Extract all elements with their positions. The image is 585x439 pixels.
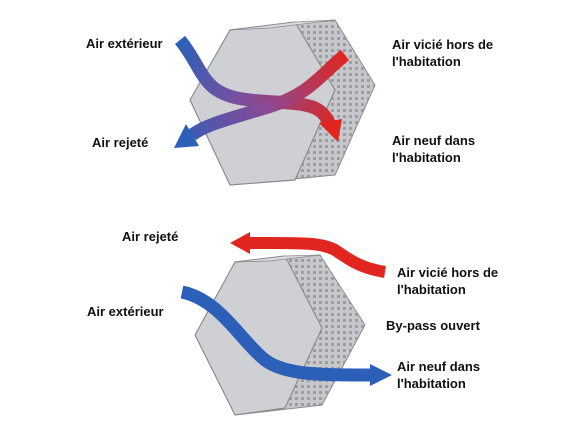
bottom-fresh-air-line-1: Air neuf dans — [397, 359, 481, 374]
top-exhaust-air-label: Air rejeté — [92, 134, 148, 151]
top-fresh-air-label: Air neuf dans l'habitation — [392, 132, 475, 166]
bottom-fresh-air-line-2: l'habitation — [397, 376, 466, 391]
top-fresh-air-arrowhead — [319, 119, 342, 142]
bottom-stale-air-label: Air vicié hors de l'habitation — [397, 264, 498, 298]
top-exhaust-air-arrowhead — [174, 124, 199, 148]
bottom-exhaust-air-arrowhead — [230, 232, 250, 254]
bottom-fresh-air-arrowhead — [370, 364, 392, 386]
bottom-outdoor-air-flow — [180, 285, 373, 382]
bottom-bypass-text: By-pass ouvert — [386, 318, 480, 333]
top-exchanger-top — [229, 19, 336, 31]
bottom-stale-air-line-1: Air vicié hors de — [397, 265, 499, 280]
bottom-fresh-air-label: Air neuf dans l'habitation — [397, 358, 480, 392]
top-stale-air-label: Air vicié hors de l'habitation — [392, 36, 493, 70]
bottom-bypass-label: By-pass ouvert — [386, 317, 480, 334]
bottom-exchanger — [194, 254, 366, 416]
top-outdoor-air-flow — [174, 35, 337, 128]
top-stale-air-line-1: Air vicié hors de — [392, 37, 494, 52]
top-outdoor-air-label: Air extérieur — [86, 35, 163, 52]
top-outdoor-air-text: Air extérieur — [86, 36, 163, 51]
bottom-outdoor-air-text: Air extérieur — [87, 304, 164, 319]
top-fresh-air-line-1: Air neuf dans — [392, 133, 476, 148]
bottom-outdoor-air-label: Air extérieur — [87, 303, 164, 320]
bottom-exhaust-air-label: Air rejeté — [122, 228, 178, 245]
top-exhaust-air-text: Air rejeté — [92, 135, 149, 150]
bottom-stale-air-flow — [247, 236, 387, 278]
bottom-stale-air-line-2: l'habitation — [397, 282, 466, 297]
bottom-exchanger-top — [234, 254, 321, 263]
top-fresh-air-line-2: l'habitation — [392, 150, 461, 165]
bottom-exhaust-air-text: Air rejeté — [122, 229, 179, 244]
top-stale-air-line-2: l'habitation — [392, 54, 461, 69]
top-stale-air-flow — [188, 49, 350, 141]
